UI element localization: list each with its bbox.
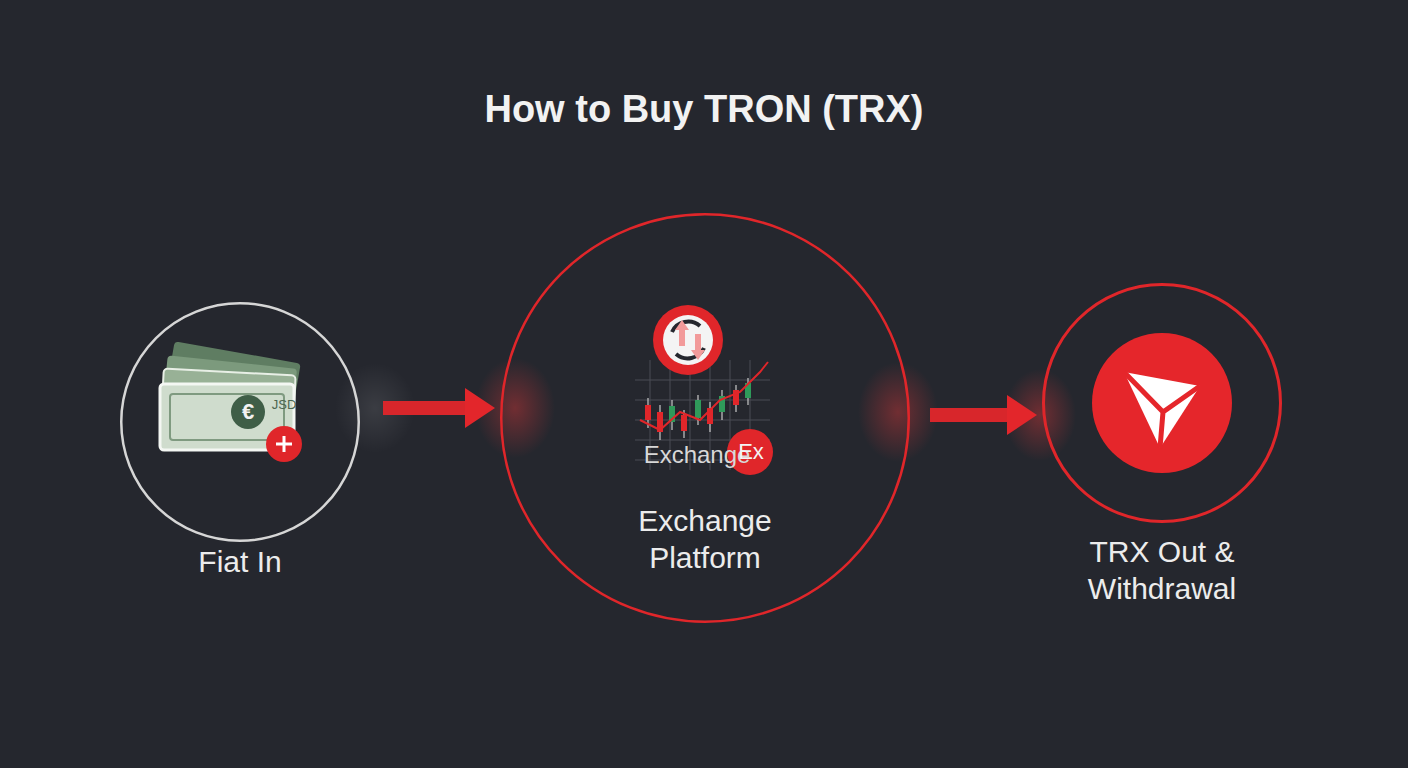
candles <box>640 362 773 475</box>
swap-icon <box>653 305 723 375</box>
diagram-title: How to Buy TRON (TRX) <box>0 88 1408 131</box>
flow-arrow <box>383 388 495 428</box>
circle-outline <box>120 302 360 542</box>
node-label: Exchange Platform <box>605 503 805 576</box>
input-circle: Fiat In <box>120 302 360 542</box>
exchange-badge: Ex <box>738 439 764 465</box>
circle-outline <box>1042 283 1282 523</box>
exchange-circle: Exchange Platform <box>500 213 910 623</box>
node-label: TRX Out & Withdrawal <box>1057 534 1267 607</box>
node-label: Fiat In <box>110 544 370 581</box>
currency-symbol: € <box>242 399 254 425</box>
money-icon <box>160 341 302 462</box>
output-circle: TRX Out & Withdrawal <box>1042 283 1282 523</box>
tron-logo <box>1092 333 1232 473</box>
note-text: JSD <box>272 397 297 412</box>
exchange-label: Exchange <box>644 441 751 469</box>
chart-icon <box>635 360 770 470</box>
flow-arrow <box>930 395 1037 435</box>
